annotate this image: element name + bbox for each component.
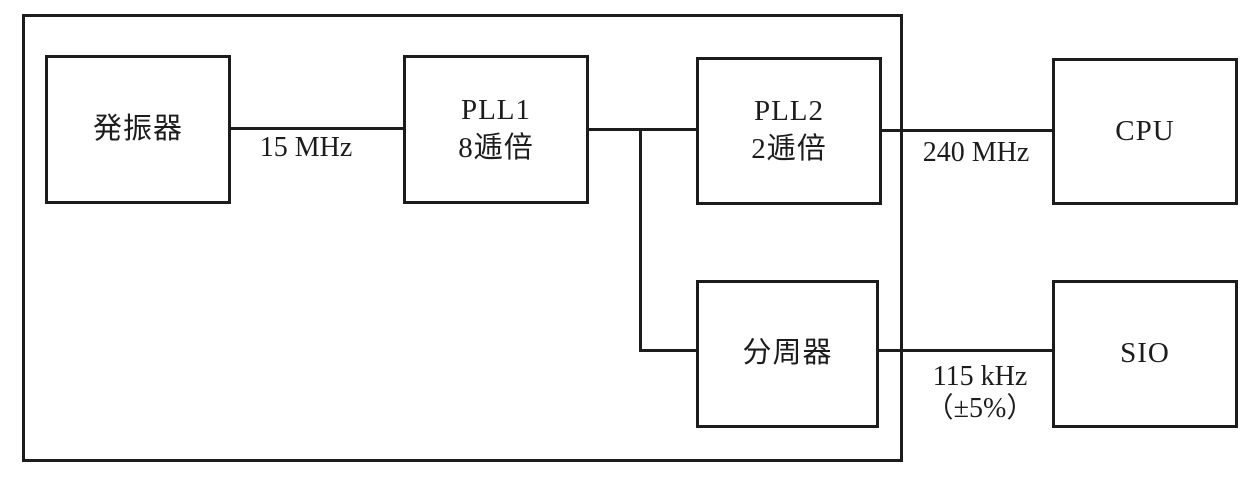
wire-branch-vertical <box>639 128 642 352</box>
wire-pll1-to-pll2 <box>587 128 698 131</box>
block-frequency-divider-label: 分周器 <box>742 337 833 370</box>
block-cpu: CPU <box>1052 58 1238 205</box>
block-pll2-title: PLL2 <box>753 95 825 128</box>
frequency-tolerance-label: （±5%） <box>925 393 1035 424</box>
frequency-label-sio-clock: 115 kHz <box>932 361 1028 392</box>
block-pll1-multiplier: 8逓倍 <box>458 131 534 164</box>
block-pll1: PLL1 8逓倍 <box>403 55 589 204</box>
block-sio-label: SIO <box>1120 337 1170 370</box>
block-pll2: PLL2 2逓倍 <box>696 57 882 205</box>
block-oscillator: 発振器 <box>45 55 231 204</box>
block-pll1-title: PLL1 <box>460 93 532 126</box>
wire-pll2-to-cpu <box>880 129 1054 132</box>
block-cpu-label: CPU <box>1115 114 1175 147</box>
frequency-label-oscillator-output: 15 MHz <box>259 132 353 163</box>
frequency-label-cpu-clock: 240 MHz <box>922 137 1030 168</box>
block-pll2-multiplier: 2逓倍 <box>751 133 827 165</box>
block-sio: SIO <box>1052 280 1238 428</box>
wire-divider-to-sio <box>877 349 1054 352</box>
system-boundary-frame <box>22 14 903 462</box>
wire-branch-to-divider <box>639 349 698 352</box>
block-frequency-divider: 分周器 <box>696 280 879 428</box>
block-oscillator-label: 発振器 <box>92 112 183 145</box>
wire-oscillator-to-pll1 <box>229 127 405 130</box>
